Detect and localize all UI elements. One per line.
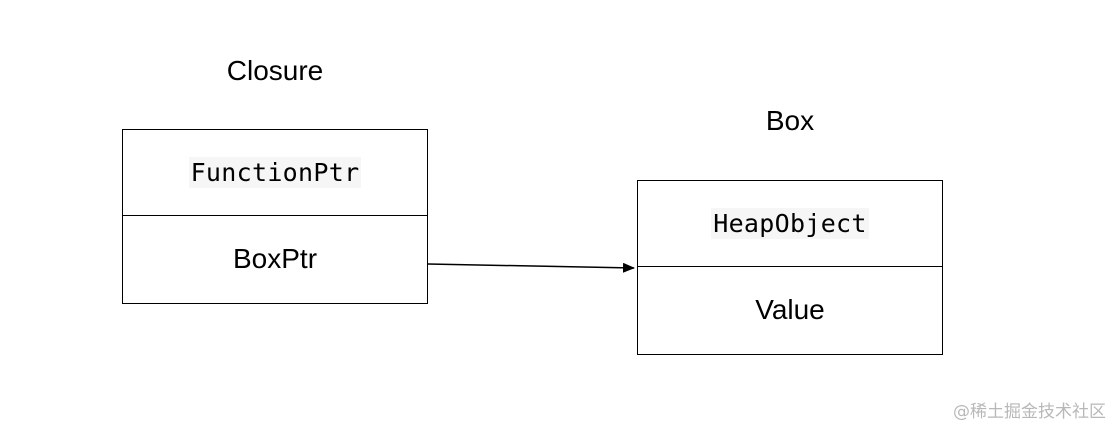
- watermark: @稀土掘金技术社区: [953, 402, 1106, 422]
- heap-object-label: HeapObject: [711, 208, 869, 239]
- box-ptr-label: BoxPtr: [232, 243, 318, 274]
- closure-field-function-ptr: FunctionPtr: [123, 130, 427, 216]
- box-title: Box: [765, 105, 815, 136]
- box-field-heap-object: HeapObject: [638, 181, 942, 267]
- value-label: Value: [755, 294, 825, 325]
- closure-title: Closure: [226, 55, 324, 86]
- box-field-value: Value: [638, 267, 942, 353]
- box-ptr-to-heap-object-edge: [427, 262, 635, 273]
- box-box: HeapObject Value: [637, 180, 943, 355]
- closure-box: FunctionPtr BoxPtr: [122, 129, 428, 304]
- closure-field-box-ptr: BoxPtr: [123, 216, 427, 302]
- function-ptr-label: FunctionPtr: [188, 157, 362, 188]
